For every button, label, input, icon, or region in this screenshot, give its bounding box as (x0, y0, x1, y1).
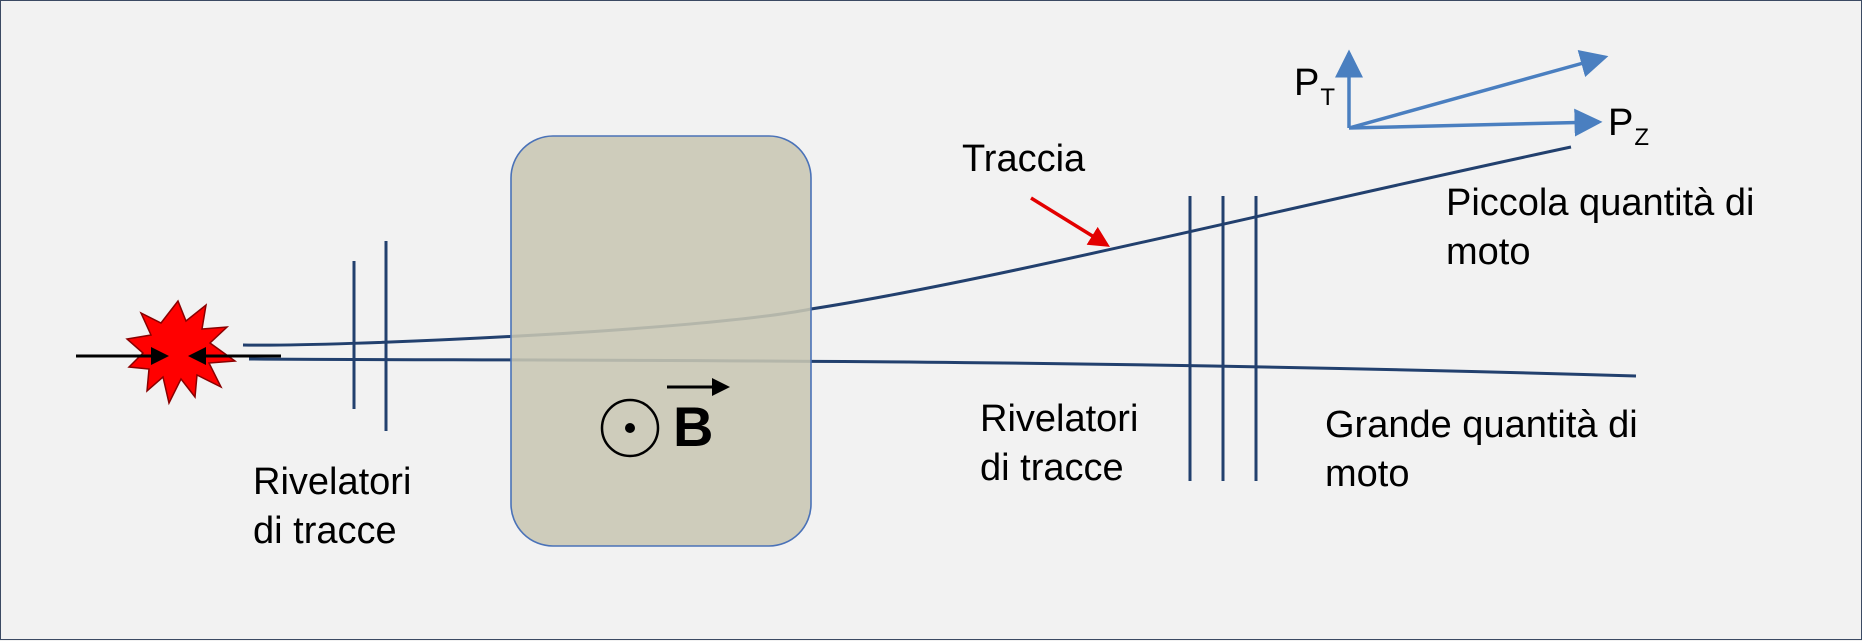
right-detector-label-line-1: Rivelatori (980, 398, 1139, 440)
pt-label: PT (1294, 59, 1335, 112)
momentum-vector-diagram (1335, 49, 1609, 137)
pz-label-subscript: Z (1634, 124, 1650, 151)
track-label: Traccia (962, 135, 1085, 184)
low-momentum-track (242, 145, 1572, 347)
left-detector-label: Rivelatori di tracce (253, 458, 411, 556)
pt-label-main: P (1294, 62, 1320, 104)
pz-label-main: P (1608, 102, 1634, 144)
momentum-vector-arrow (1348, 50, 1609, 130)
high-momentum-label-line-2: moto (1325, 453, 1410, 495)
field-out-of-page-icon (600, 398, 660, 458)
high-momentum-track (248, 357, 1637, 378)
pz-axis-arrow (1348, 108, 1603, 137)
magnet-region (510, 135, 812, 547)
track-label-text: Traccia (962, 138, 1086, 180)
collision-burst-icon (125, 299, 238, 406)
low-momentum-label-line-1: Piccola quantità di (1446, 182, 1755, 224)
pt-label-subscript: T (1320, 84, 1336, 111)
pz-label: PZ (1608, 99, 1649, 152)
right-detector-label-line-2: di tracce (980, 447, 1124, 489)
left-detector-label-line-2: di tracce (253, 510, 397, 552)
left-detector-label-line-1: Rivelatori (253, 461, 412, 503)
low-momentum-label-line-2: moto (1446, 231, 1531, 273)
track-pointer-arrow (1030, 196, 1110, 247)
magnetic-field-label: B (673, 395, 714, 458)
right-detector-label: Rivelatori di tracce (980, 395, 1138, 493)
high-momentum-label-line-1: Grande quantità di (1325, 404, 1638, 446)
high-momentum-label: Grande quantità di moto (1325, 401, 1638, 499)
low-momentum-label: Piccola quantità di moto (1446, 179, 1754, 277)
